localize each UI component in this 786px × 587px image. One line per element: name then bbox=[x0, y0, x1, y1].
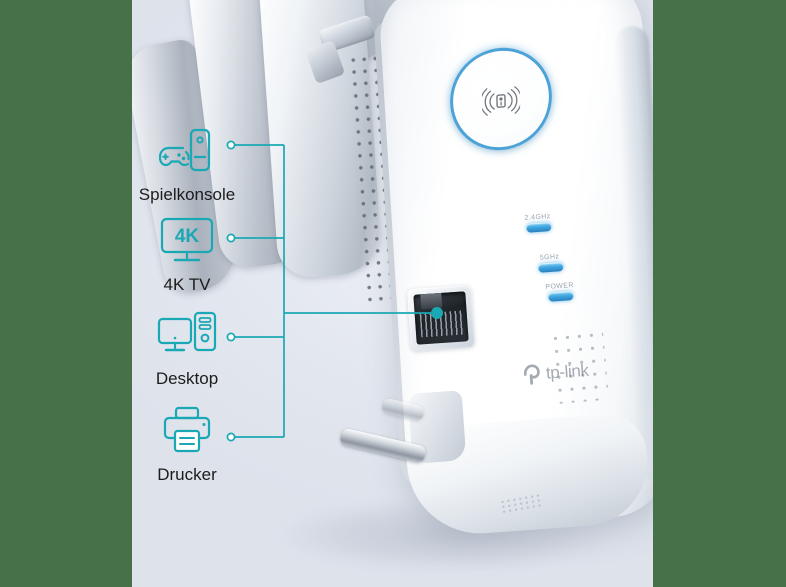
product-photo: 2.4GHz 5GHz POWER bbox=[132, 0, 653, 587]
callout-label-spielkonsole: Spielkonsole bbox=[138, 185, 236, 204]
wps-signal-icon bbox=[481, 86, 521, 116]
range-extender-device: 2.4GHz 5GHz POWER bbox=[132, 0, 653, 587]
callout-spielkonsole[interactable]: Spielkonsole bbox=[131, 122, 243, 205]
printer-icon bbox=[131, 402, 243, 458]
letterbox-bar-left bbox=[0, 0, 132, 587]
letterbox-bar-right bbox=[653, 0, 786, 587]
callout-4ktv[interactable]: 4K 4K TV bbox=[131, 212, 243, 295]
callout-label-drucker: Drucker bbox=[157, 465, 217, 484]
callout-label-4ktv: 4K TV bbox=[163, 275, 211, 294]
desktop-computer-icon bbox=[131, 306, 243, 362]
led-lamp-power bbox=[547, 291, 574, 302]
wps-button[interactable] bbox=[449, 44, 553, 154]
callout-desktop[interactable]: Desktop bbox=[131, 306, 243, 389]
ethernet-pins bbox=[419, 310, 463, 338]
led-lamp-5ghz bbox=[537, 262, 564, 273]
ethernet-rj45-port-icon bbox=[413, 291, 469, 345]
tp-link-brand: tp-link bbox=[521, 360, 589, 387]
callout-label-desktop: Desktop bbox=[155, 369, 219, 388]
tv-4k-icon: 4K bbox=[131, 212, 243, 268]
ethernet-port bbox=[406, 284, 476, 352]
tp-link-wordmark: tp-link bbox=[545, 360, 590, 383]
tp-link-logo-icon bbox=[523, 364, 540, 385]
game-console-icon bbox=[131, 122, 243, 178]
callout-drucker[interactable]: Drucker bbox=[131, 402, 243, 485]
led-lamp-2-4ghz bbox=[525, 222, 552, 233]
tv-screen-label: 4K bbox=[175, 226, 200, 247]
